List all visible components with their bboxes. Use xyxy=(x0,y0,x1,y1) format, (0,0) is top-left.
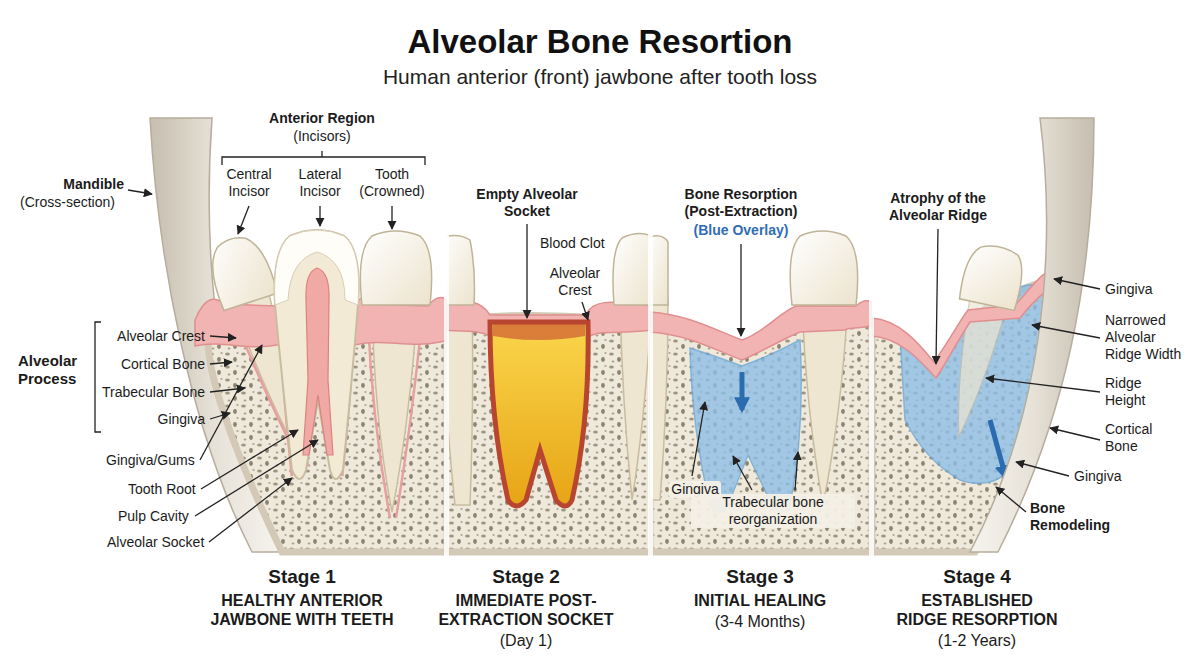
stage-caption: (Day 1) xyxy=(500,631,552,650)
stage-title: Stage 1 xyxy=(268,566,336,589)
part-label: Bone Remodeling xyxy=(1030,500,1140,534)
leader-line xyxy=(795,452,798,490)
part-label: Anterior Region xyxy=(269,110,375,127)
leader-line xyxy=(526,224,527,318)
leader-line xyxy=(210,362,232,364)
healthy-jaw-panel xyxy=(203,230,278,311)
bracket xyxy=(222,151,425,165)
subtitle: Human anterior (front) jawbone after too… xyxy=(0,64,1200,89)
part-label: Trabecular Bone xyxy=(102,384,205,401)
part-label: Trabecular bone reorganization xyxy=(691,494,855,528)
crowned-tooth xyxy=(360,231,431,305)
leader-line xyxy=(209,478,292,542)
stage-caption: INITIAL HEALING xyxy=(660,591,860,610)
ridge-resorption-panel xyxy=(959,241,1028,311)
leader-line xyxy=(1050,428,1100,440)
part-label: Gingiva xyxy=(1074,468,1121,485)
leader-line xyxy=(128,190,1100,542)
part-label: Lateral Incisor xyxy=(285,166,355,200)
healthy-jaw-panel xyxy=(203,230,278,311)
leader-line xyxy=(996,487,1026,512)
leader-line xyxy=(210,388,245,392)
leader-line xyxy=(200,345,262,460)
leader-line xyxy=(210,413,230,419)
stage-caption: (3-4 Months) xyxy=(715,612,806,631)
leader-line xyxy=(740,244,741,336)
mandible-band xyxy=(970,118,1094,552)
healthy-jaw-panel xyxy=(368,320,422,518)
part-label: Atrophy of the Alveolar Ridge xyxy=(868,190,1008,224)
leader-line xyxy=(210,336,236,338)
part-label: Alveolar Process xyxy=(18,352,92,388)
leader-line xyxy=(733,456,752,490)
post-extraction-panel xyxy=(493,324,585,340)
leader-line xyxy=(238,206,249,234)
part-label: Gingiva xyxy=(1105,281,1152,298)
post-extraction-panel xyxy=(613,233,650,305)
part-label: Mandible xyxy=(63,176,124,193)
leader-line xyxy=(391,206,392,229)
mandible-band xyxy=(970,118,1094,552)
leader-line xyxy=(936,229,938,364)
panel-divider xyxy=(444,225,449,557)
stage-title: Stage 2 xyxy=(492,566,560,589)
initial-healing-panel xyxy=(650,301,872,360)
part-label: Pulp Cavity xyxy=(118,508,189,525)
leader-line xyxy=(319,206,320,226)
part-label: Alveolar Crest xyxy=(117,328,205,345)
stage-title: Stage 3 xyxy=(726,566,794,589)
lateral-incisor-section xyxy=(275,230,359,479)
stage-caption: ESTABLISHED RIDGE RESORPTION xyxy=(895,591,1060,629)
post-extraction-panel xyxy=(447,233,650,552)
part-label: Bone Resorption (Post-Extraction) xyxy=(671,186,811,220)
leader-line xyxy=(1016,462,1069,476)
initial-healing-panel xyxy=(650,231,872,552)
leader-line xyxy=(582,302,588,320)
stage-caption: (1-2 Years) xyxy=(938,631,1016,650)
part-label: Central Incisor xyxy=(214,166,284,200)
stage-caption: HEALTHY ANTERIOR JAWBONE WITH TEETH xyxy=(197,591,407,629)
lateral-incisor-section xyxy=(303,268,333,455)
lateral-incisor-section xyxy=(275,230,359,479)
part-label: Empty Alveolar Socket xyxy=(467,186,587,220)
part-label: Tooth (Crowned) xyxy=(352,166,432,200)
part-label: Alveolar Crest xyxy=(540,265,610,299)
part-label: Ridge Height xyxy=(1105,375,1175,409)
panel-divider xyxy=(648,225,653,557)
leader-line xyxy=(128,190,152,194)
leader-line xyxy=(692,402,705,476)
part-label: (Cross-section) xyxy=(20,194,115,211)
part-label: Cortical Bone xyxy=(1105,421,1175,455)
stage-title: Stage 4 xyxy=(943,566,1011,589)
healthy-jaw-panel xyxy=(195,230,447,552)
part-label: Narrowed Alveolar Ridge Width xyxy=(1105,312,1191,362)
panel-divider xyxy=(444,225,874,557)
leader-line xyxy=(986,378,1100,392)
ridge-resorption-panel xyxy=(990,420,1006,478)
part-label: Alveolar Socket xyxy=(107,534,204,551)
part-label: Gingiva/Gums xyxy=(106,452,195,469)
blood-clot xyxy=(490,322,588,506)
panel-divider xyxy=(869,225,874,557)
part-label: Gingiva xyxy=(158,411,205,428)
part-label: (Blue Overlay) xyxy=(694,222,789,239)
part-label: Tooth Root xyxy=(128,481,196,498)
title: Alveolar Bone Resortion xyxy=(0,22,1200,62)
stage-caption: IMMEDIATE POST- EXTRACTION SOCKET xyxy=(426,591,626,629)
part-label: Blood Clot xyxy=(540,235,605,252)
part-label: (Incisors) xyxy=(293,128,351,145)
leader-line xyxy=(1054,279,1100,289)
bracket xyxy=(95,322,101,432)
ridge-resorption-panel xyxy=(959,241,1028,311)
post-extraction-panel xyxy=(447,235,475,305)
leader-line xyxy=(1032,325,1100,338)
part-label: Cortical Bone xyxy=(121,356,205,373)
initial-healing-panel xyxy=(740,372,745,410)
leader-line xyxy=(201,430,298,489)
post-extraction-panel xyxy=(447,315,650,552)
initial-healing-panel xyxy=(790,231,857,305)
